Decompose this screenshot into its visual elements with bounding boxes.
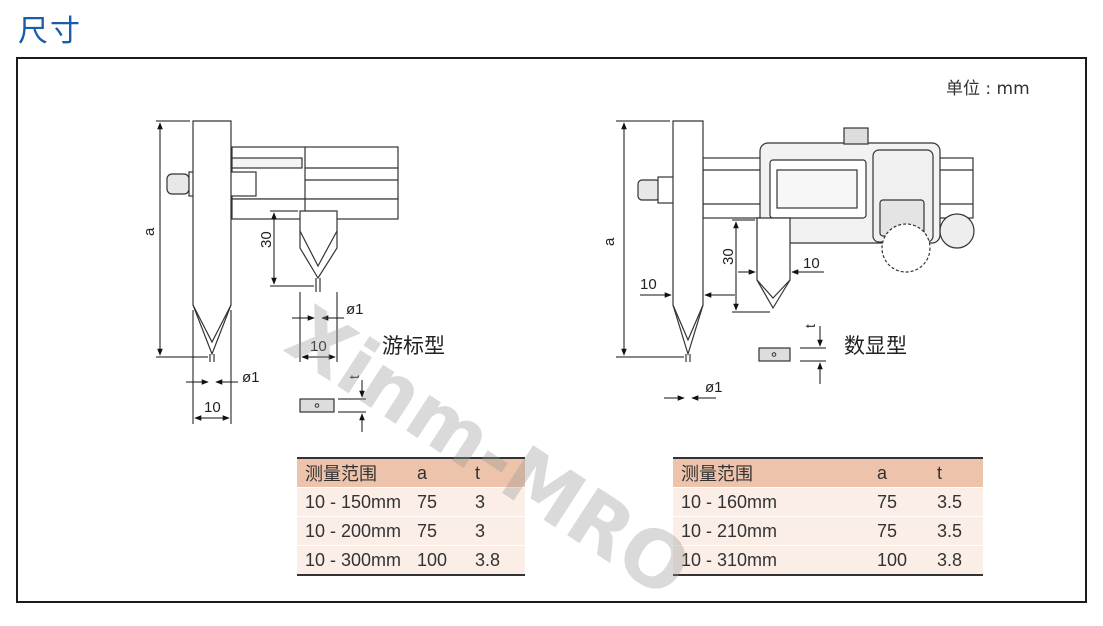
vernier-dim-phi-right: ø1 [346, 301, 364, 318]
vernier-spec-table: 测量范围 a t 10 - 150mm 75 3 10 - 200mm 75 3… [297, 457, 525, 576]
digital-dim-phi: ø1 [705, 379, 723, 396]
vernier-dim-a: a [141, 227, 158, 236]
vernier-dim-30: 30 [258, 231, 275, 248]
table-row: 10 - 200mm 75 3 [297, 516, 525, 546]
table-row: 10 - 150mm 75 3 [297, 487, 525, 517]
dimension-frame [16, 57, 1087, 603]
header-t: t [929, 457, 983, 488]
digital-dim-t: t [802, 324, 818, 328]
table-row: 10 - 300mm 100 3.8 [297, 545, 525, 576]
cell-range: 10 - 150mm [297, 487, 409, 517]
digital-dim-30: 30 [720, 248, 737, 265]
vernier-dim-10-right: 10 [310, 338, 327, 355]
digital-dim-10-right: 10 [803, 255, 820, 272]
table-header-row: 测量范围 a t [673, 457, 983, 488]
cell-t: 3 [467, 516, 525, 546]
cell-a: 75 [869, 487, 929, 517]
table-row: 10 - 310mm 100 3.8 [673, 545, 983, 576]
digital-dim-a: a [601, 237, 618, 246]
digital-caliper-drawing [637, 120, 975, 362]
page-title: 尺寸 [18, 14, 82, 49]
unit-note: 单位 : mm [946, 79, 1030, 99]
cell-range: 10 - 210mm [673, 516, 869, 546]
header-a: a [409, 457, 467, 488]
cell-a: 100 [869, 545, 929, 576]
cell-a: 75 [409, 487, 467, 517]
cell-a: 100 [409, 545, 467, 576]
cell-a: 75 [869, 516, 929, 546]
cell-t: 3.8 [929, 545, 983, 576]
vernier-type-label: 游标型 [382, 334, 445, 358]
vernier-section-view [299, 398, 335, 413]
cell-a: 75 [409, 516, 467, 546]
digital-section-view [758, 347, 791, 362]
header-range: 测量范围 [673, 457, 869, 488]
cell-range: 10 - 160mm [673, 487, 869, 517]
cell-t: 3.5 [929, 516, 983, 546]
header-range: 测量范围 [297, 457, 409, 488]
table-row: 10 - 210mm 75 3.5 [673, 516, 983, 546]
header-a: a [869, 457, 929, 488]
cell-range: 10 - 310mm [673, 545, 869, 576]
table-row: 10 - 160mm 75 3.5 [673, 487, 983, 517]
vernier-dim-t: t [346, 375, 362, 379]
header-t: t [467, 457, 525, 488]
vernier-dim-phi: ø1 [242, 369, 260, 386]
cell-range: 10 - 300mm [297, 545, 409, 576]
digital-type-label: 数显型 [844, 334, 907, 358]
cell-t: 3.5 [929, 487, 983, 517]
cell-t: 3.8 [467, 545, 525, 576]
digital-dim-10-left: 10 [640, 276, 657, 293]
cell-t: 3 [467, 487, 525, 517]
digital-dimension-lines [616, 120, 826, 401]
vernier-dim-10-left: 10 [204, 399, 221, 416]
cell-range: 10 - 200mm [297, 516, 409, 546]
vernier-dimension-lines [156, 120, 366, 432]
vernier-caliper-drawing [166, 120, 399, 362]
table-header-row: 测量范围 a t [297, 457, 525, 488]
digital-spec-table: 测量范围 a t 10 - 160mm 75 3.5 10 - 210mm 75… [673, 457, 983, 576]
